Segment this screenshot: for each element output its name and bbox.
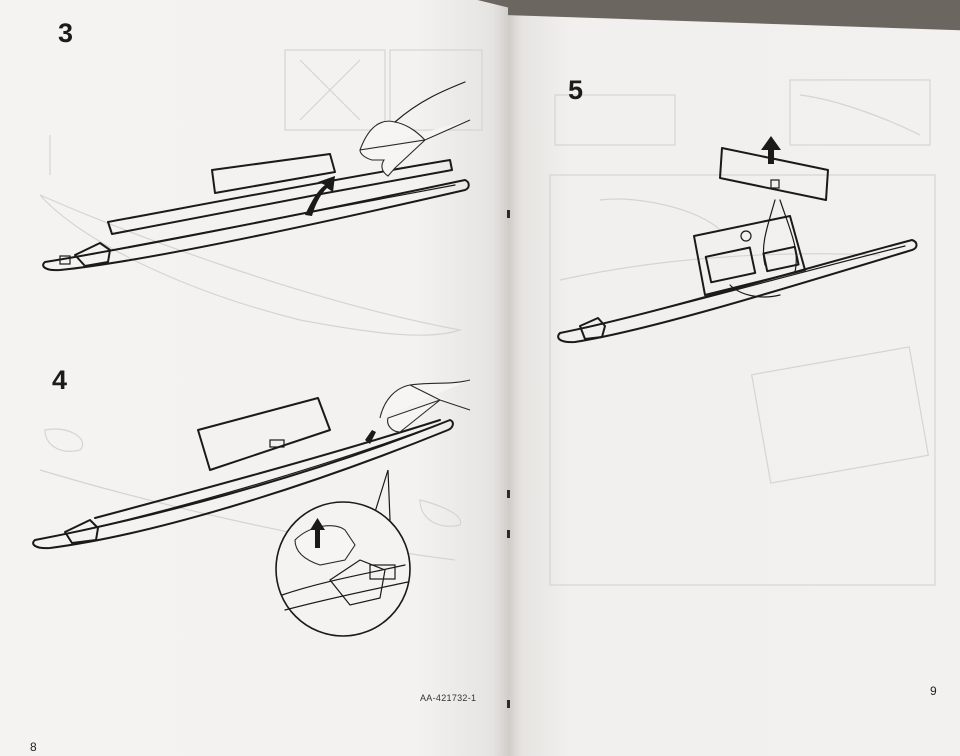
page-number: 8 bbox=[30, 740, 37, 754]
right-page bbox=[508, 15, 960, 756]
step-number: 4 bbox=[52, 365, 68, 395]
show-through-right bbox=[549, 79, 936, 586]
binding-stitches bbox=[507, 210, 510, 708]
article-code: AA-421732-1 bbox=[420, 693, 477, 703]
step-number: 5 bbox=[568, 75, 584, 105]
left-page bbox=[0, 0, 508, 756]
step-5-illustration bbox=[557, 136, 918, 344]
step-number: 3 bbox=[58, 18, 74, 48]
step-4-illustration bbox=[32, 379, 471, 637]
page-number: 9 bbox=[930, 684, 937, 698]
step-3-illustration bbox=[42, 81, 471, 272]
